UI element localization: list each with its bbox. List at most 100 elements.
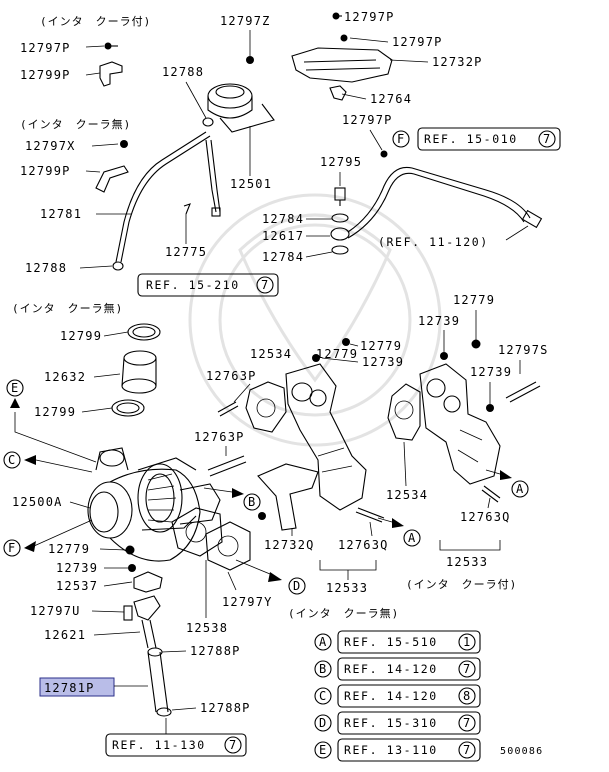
svg-text:B: B — [319, 662, 327, 676]
svg-text:REF. 15-310: REF. 15-310 — [344, 716, 438, 730]
bolt-12797S — [505, 381, 541, 403]
exhaust-elbow-12533 — [285, 363, 367, 511]
group-label-with-intercooler-bottom: (インタ クーラ付) — [406, 578, 517, 591]
marker-F-left: F — [3, 519, 93, 557]
label-12797P-top: 12797P — [344, 10, 395, 24]
svg-text:7: 7 — [463, 743, 471, 757]
nut-12739-a — [440, 352, 448, 360]
washer-12784-b — [331, 245, 349, 255]
label-12739-c: 12739 — [470, 365, 512, 379]
group-label-without-intercooler-left: (インタ クーラ無) — [20, 117, 131, 131]
svg-text:7: 7 — [261, 278, 269, 292]
label-12632: 12632 — [44, 370, 86, 384]
bolt-12797X — [120, 140, 128, 148]
label-12797P-a: 12797P — [20, 41, 71, 55]
label-12797S: 12797S — [498, 343, 549, 357]
svg-text:A: A — [408, 531, 416, 545]
label-12739-d: 12739 — [56, 561, 98, 575]
label-12732Q: 12732Q — [264, 538, 315, 552]
highlight-12781P[interactable] — [39, 677, 115, 697]
label-12533-a: 12533 — [326, 581, 368, 595]
label-12739-a: 12739 — [418, 314, 460, 328]
svg-text:E: E — [11, 381, 19, 395]
nut-12779-d — [125, 545, 135, 555]
marker-A-mid: A — [377, 517, 421, 547]
svg-text:D: D — [319, 716, 327, 730]
svg-text:F: F — [8, 541, 16, 555]
svg-text:C: C — [8, 453, 16, 467]
legend-row-A: A REF. 15-510 1 — [314, 630, 481, 654]
watermark-emblem — [188, 193, 442, 447]
clip-12775 — [183, 203, 191, 215]
label-12781P[interactable]: 12781P — [44, 681, 95, 695]
clamp-12799-a — [127, 323, 161, 341]
svg-text:REF. 15-210: REF. 15-210 — [146, 278, 240, 292]
label-12797U: 12797U — [30, 604, 81, 618]
hose-12781 — [115, 131, 211, 263]
group-label-without-intercooler-bottom: (インタ クーラ無) — [288, 606, 399, 620]
svg-text:REF. 13-110: REF. 13-110 — [344, 743, 438, 757]
label-12538: 12538 — [186, 621, 228, 635]
label-12779-d: 12779 — [48, 542, 90, 556]
svg-text:7: 7 — [463, 662, 471, 676]
label-12763Q-a: 12763Q — [338, 538, 389, 552]
label-12764: 12764 — [370, 92, 412, 106]
label-12788P-a: 12788P — [190, 644, 241, 658]
heat-protector-12732Q — [257, 463, 319, 531]
marker-A-right: A — [485, 469, 529, 498]
svg-text:E: E — [319, 743, 327, 757]
pipe-fitting — [521, 209, 543, 229]
oil-pipe — [347, 166, 531, 239]
stud-12763Q-b — [481, 485, 501, 503]
svg-text:A: A — [319, 635, 327, 649]
bolt-12797U — [123, 605, 133, 621]
bolt-12797P-a — [104, 42, 118, 50]
label-12784-a: 12784 — [262, 212, 304, 226]
label-12797X: 12797X — [25, 139, 76, 153]
svg-text:F: F — [397, 132, 405, 146]
clamp-12799-b — [111, 399, 145, 417]
svg-text:7: 7 — [543, 132, 551, 146]
label-12537: 12537 — [56, 579, 98, 593]
banjo-12617 — [330, 227, 350, 241]
clamp-12788-mid — [112, 261, 124, 271]
gasket-12538 — [171, 507, 223, 557]
gasket-12797Y — [205, 521, 251, 571]
bolt-12797P-top — [332, 12, 342, 20]
pipe-12621 — [141, 619, 157, 649]
legend-row-C: C REF. 14-120 8 — [314, 684, 481, 708]
svg-text:7: 7 — [463, 716, 471, 730]
label-12779-b: 12779 — [316, 347, 358, 361]
heat-shield-12732P — [291, 47, 393, 83]
bracket-12799P-b — [95, 165, 129, 193]
stud-12763P-b — [207, 455, 247, 477]
svg-text:REF. 14-120: REF. 14-120 — [344, 662, 438, 676]
hose-12632 — [121, 350, 157, 394]
nut-12764 — [329, 85, 347, 101]
group-label-without-intercooler-mid: (インタ クーラ無) — [12, 301, 123, 315]
svg-text:(REF. 11-120): (REF. 11-120) — [378, 235, 489, 249]
callout-ref-15-210: REF. 15-210 7 — [137, 273, 279, 297]
label-12732P: 12732P — [432, 55, 483, 69]
gasket-12534-b — [387, 383, 421, 441]
turbocharger-12500A — [87, 447, 221, 562]
label-12763P-a: 12763P — [206, 369, 257, 383]
label-12799P-a: 12799P — [20, 68, 71, 82]
gasket-12537 — [133, 571, 163, 593]
stud-12763Q-a — [355, 507, 385, 523]
label-12797Y: 12797Y — [222, 595, 273, 609]
nut-12739-b — [312, 354, 320, 362]
svg-text:REF. 11-130: REF. 11-130 — [112, 738, 206, 752]
nut-12739-d — [128, 564, 136, 572]
hose-12781P — [147, 651, 169, 713]
label-12788-top: 12788 — [162, 65, 204, 79]
legend-row-D: D REF. 15-310 7 — [314, 711, 481, 735]
label-12533-b: 12533 — [446, 555, 488, 569]
svg-text:B: B — [248, 495, 256, 509]
label-12799P-b: 12799P — [20, 164, 71, 178]
label-12739-b: 12739 — [362, 355, 404, 369]
oil-return-flange — [133, 595, 161, 621]
label-12784-b: 12784 — [262, 250, 304, 264]
